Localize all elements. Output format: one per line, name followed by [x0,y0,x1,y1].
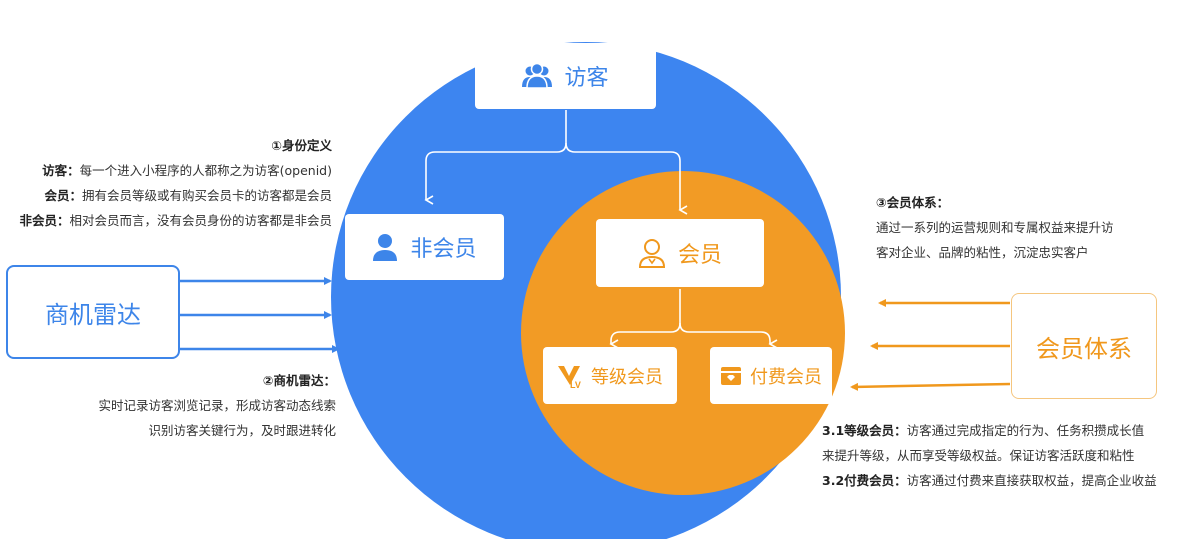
paid-note-line: 3.2付费会员：访客通过付费来直接获取权益，提高企业收益 [822,473,1157,488]
member-system-note: ③会员体系： 通过一系列的运营规则和专属权益来提升访 客对企业、品牌的粘性，沉淀… [876,190,1114,265]
svg-text:LV: LV [570,380,581,389]
level-note-line: 3.1等级会员：访客通过完成指定的行为、任务积攒成长值 [822,423,1145,438]
identity-line: 非会员：相对会员而言，没有会员身份的访客都是非会员 [19,213,332,228]
member-icon [638,238,666,268]
member-branch-connector [609,289,778,349]
card-icon [720,365,742,387]
member-system-box: 会员体系 [1011,293,1157,399]
paid-member-card: 付费会员 [710,347,832,404]
identity-title: ①身份定义 [271,138,332,153]
radar-note: ②商机雷达： 实时记录访客浏览记录，形成访客动态线索 识别访客关键行为，及时跟进… [98,368,336,443]
member-system-label: 会员体系 [1036,334,1132,363]
identity-line: 访客：每一个进入小程序的人都称之为访客(openid) [42,163,332,178]
identity-line: 会员：拥有会员等级或有购买会员卡的访客都是会员 [44,188,332,203]
visitor-branch-connector [424,110,688,215]
system-note-title: ③会员体系： [876,195,950,210]
group-icon [522,63,553,89]
radar-label: 商机雷达 [45,300,141,329]
identity-note: ①身份定义 访客：每一个进入小程序的人都称之为访客(openid) 会员：拥有会… [19,133,332,233]
member-card: 会员 [596,219,764,287]
level-note-line: 来提升等级，从而享受等级权益。保证访客活跃度和粘性 [822,448,1135,463]
non-member-card: 非会员 [345,214,504,280]
radar-arrows [180,277,340,353]
radar-box: 商机雷达 [6,265,180,359]
visitor-card: 访客 [475,43,656,109]
system-note-line: 通过一系列的运营规则和专属权益来提升访 [876,220,1114,235]
member-types-note: 3.1等级会员：访客通过完成指定的行为、任务积攒成长值 来提升等级，从而享受等级… [822,418,1157,493]
level-member-label: 等级会员 [591,366,663,388]
level-member-card: LV 等级会员 [543,347,677,404]
system-note-line: 客对企业、品牌的粘性，沉淀忠实客户 [876,245,1089,260]
radar-note-line: 实时记录访客浏览记录，形成访客动态线索 [98,398,336,413]
radar-note-title: ②商机雷达： [262,373,336,388]
member-system-arrows [850,299,1011,391]
paid-member-label: 付费会员 [750,366,822,388]
lv-badge-icon: LV [557,363,583,389]
person-icon [372,233,398,261]
radar-note-line: 识别访客关键行为，及时跟进转化 [148,423,336,438]
member-label: 会员 [677,243,722,268]
non-member-label: 非会员 [410,237,477,262]
visitor-label: 访客 [564,66,609,91]
